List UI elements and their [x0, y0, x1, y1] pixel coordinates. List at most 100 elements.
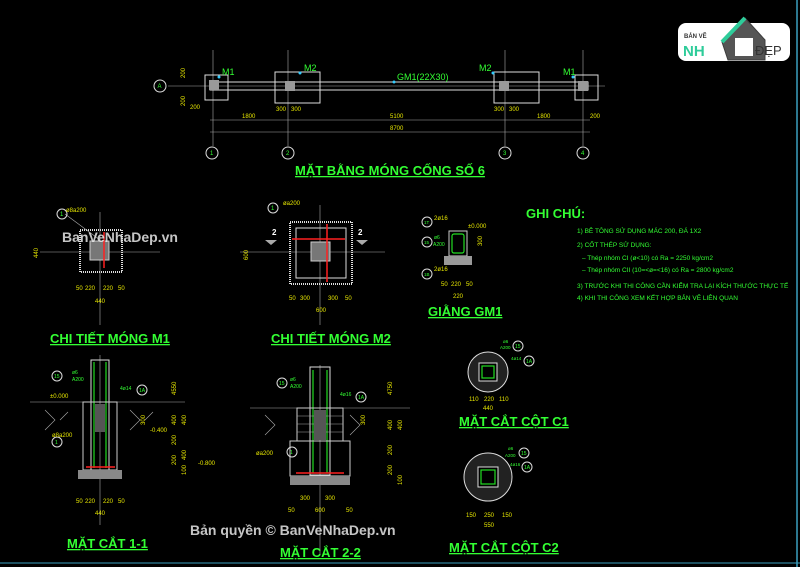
drawing-linework: [289, 221, 353, 285]
drawing-label: 200: [388, 444, 394, 455]
drawing-label: ø8a200: [66, 208, 87, 214]
drawing-label: 300: [478, 235, 484, 246]
drawing-label: 2: [358, 228, 363, 237]
drawing-label: 400: [388, 419, 394, 430]
drawing-label: 2ø16: [434, 267, 448, 273]
drawing-label: 400: [398, 419, 404, 430]
drawing-label: 200: [388, 464, 394, 475]
m2-title: CHI TIẾT MÓNG M2: [271, 331, 391, 346]
drawing-label: ø6: [508, 446, 514, 451]
footing-m1: [574, 74, 599, 101]
drawing-label: 50: [466, 282, 473, 288]
drawing-linework: [51, 370, 63, 382]
logo: BẢN VẼ NH ĐẸP: [678, 16, 790, 61]
drawing-label: ø6: [503, 339, 509, 344]
drawing-label: 440: [483, 406, 494, 412]
drawing-label: 110: [469, 397, 479, 403]
drawing-linework: [314, 410, 326, 440]
drawing-label: 1A: [358, 395, 365, 401]
drawing-linework: [720, 16, 747, 44]
drawing-linework: [78, 470, 122, 479]
drawing-label: 600: [315, 508, 326, 514]
drawing-label: 200: [172, 434, 178, 445]
drawing-label: 220: [103, 499, 114, 505]
drawing-label: BẢN VẼ: [684, 33, 707, 40]
column-c2-title: MẶT CẮT CỘT C2: [449, 540, 559, 555]
drawing-label: 220: [453, 294, 464, 300]
drawing-linework: [286, 446, 298, 458]
m1-title: CHI TIẾT MÓNG M1: [50, 331, 170, 346]
section-2-2-title: MẶT CẮT 2-2: [280, 545, 361, 560]
foundation-plan: M1 M2 GM1(22X30) M2 M1 A 1 2 3 4 200 200…: [153, 50, 605, 178]
drawing-label: A200: [433, 242, 445, 248]
drawing-linework: [355, 391, 367, 403]
drawing-label: 300: [141, 414, 147, 425]
watermark: BanVeNhaDep.vn: [62, 229, 178, 245]
drawing-label: 1: [55, 440, 58, 446]
drawing-label: ø8a200: [52, 433, 73, 439]
drawing-label: ±0.000: [50, 394, 69, 400]
drawing-linework: [310, 241, 331, 262]
drawing-label: M1: [222, 67, 235, 77]
drawing-linework: [491, 71, 495, 75]
drawing-label: 3: [503, 151, 507, 157]
drawing-label: NH: [683, 43, 705, 60]
section-1-1-title: MẶT CẮT 1-1: [67, 536, 148, 551]
notes: GHI CHÚ: 1) BÊ TÔNG SỬ DỤNG MÁC 200, ĐÁ …: [526, 206, 789, 302]
drawing-label: 8700: [390, 126, 404, 132]
drawing-linework: [295, 227, 347, 279]
drawing-linework: [499, 81, 509, 91]
drawing-label: A200: [290, 384, 302, 390]
drawing-label: -0.400: [150, 428, 168, 434]
drawing-label: 300: [361, 414, 367, 425]
gm1-title: GIẰNG GM1: [428, 304, 502, 319]
drawing-label: M2: [304, 63, 317, 73]
drawing-linework: [298, 71, 302, 75]
drawing-linework: [265, 240, 368, 245]
drawing-label: 220: [451, 282, 462, 288]
drawing-label: -0.800: [198, 461, 216, 467]
drawing-label: – Thép nhóm CI (ø<10) có Ra = 2250 kg/cm…: [582, 255, 713, 262]
drawing-linework: [209, 80, 219, 90]
footing-m2-detail: 1 øa200 2 2 50 300 300 50 600 600 CHI TI…: [240, 201, 391, 346]
drawing-linework: [392, 80, 396, 84]
drawing-label: 300: [291, 107, 302, 113]
footing-m1: [204, 74, 229, 101]
drawing-linework: [421, 216, 433, 228]
drawing-linework: [518, 447, 530, 459]
drawing-label: 220: [85, 499, 96, 505]
drawing-label: 150: [466, 513, 477, 519]
drawing-label: 600: [244, 249, 250, 260]
drawing-label: M2: [479, 63, 492, 73]
drawing-label: 1) BÊ TÔNG SỬ DỤNG MÁC 200, ĐÁ 1X2: [577, 226, 702, 235]
drawing-label: 200: [190, 105, 201, 111]
drawing-label: 600: [316, 308, 327, 314]
drawing-label: 4ø16: [510, 462, 521, 467]
drawing-label: 15: [515, 344, 521, 350]
drawing-linework: [512, 340, 524, 352]
drawing-label: 4ø16: [340, 392, 352, 398]
column-c1-section: 15 ø6 A200 1A 4ø14 110 220 110 440 MẶT C…: [459, 339, 569, 429]
drawing-linework: [444, 256, 472, 265]
drawing-label: ø6: [72, 370, 78, 376]
drawing-linework: [153, 79, 167, 93]
drawing-label: 300: [494, 107, 505, 113]
drawing-label: 400: [172, 414, 178, 425]
footing-m2: [493, 71, 540, 104]
footing-m1-detail: 1 ø8a200 50 220 220 50 440 440 CHI TIẾT …: [34, 208, 170, 346]
drawing-label: 4: [581, 151, 585, 157]
drawing-label: A200: [72, 377, 84, 383]
drawing-label: 15: [54, 374, 60, 380]
drawing-label: 300: [328, 296, 339, 302]
drawing-linework: [95, 404, 105, 432]
drawing-label: A: [158, 84, 162, 90]
drawing-linework: [285, 81, 295, 91]
drawing-label: M1: [563, 67, 576, 77]
drawing-label: 3) TRƯỚC KHI THI CÔNG CẦN KIỂM TRA LẠI K…: [577, 280, 789, 290]
drawing-label: 300: [325, 496, 336, 502]
drawing-label: 2: [272, 228, 277, 237]
drawing-label: 440: [95, 511, 106, 517]
column-c1-title: MẶT CẮT CỘT C1: [459, 414, 569, 429]
drawing-label: 1A: [524, 465, 531, 471]
